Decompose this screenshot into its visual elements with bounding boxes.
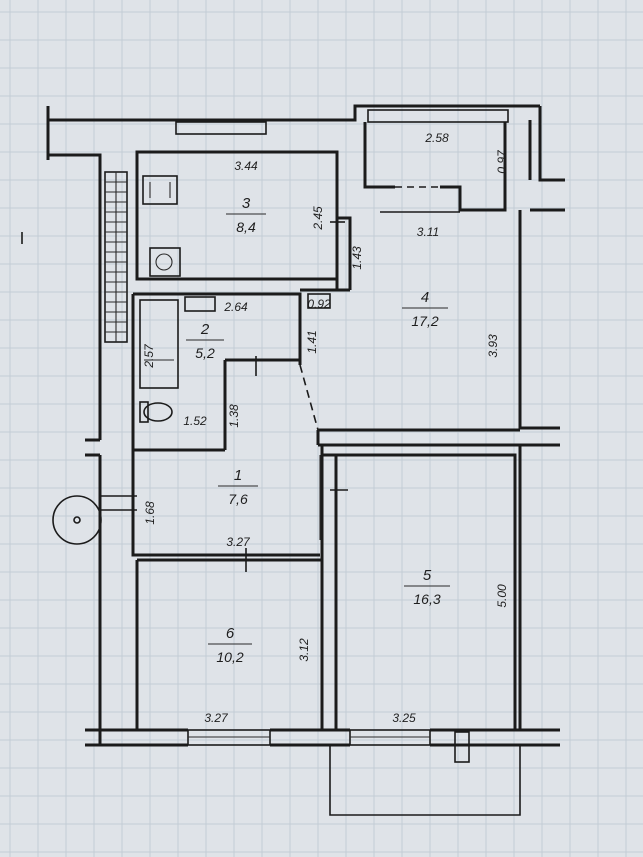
dim-0-92: 0.92 bbox=[307, 297, 331, 311]
room-5-area: 16,3 bbox=[413, 591, 440, 607]
dim-3-11: 3.11 bbox=[417, 225, 439, 239]
window-room-3 bbox=[175, 121, 267, 135]
room-2-area: 5,2 bbox=[195, 345, 215, 361]
window-room-4 bbox=[367, 109, 509, 123]
toilet-icon bbox=[143, 402, 173, 422]
room-1-number: 1 bbox=[234, 467, 242, 484]
dim-3-25: 3.25 bbox=[392, 711, 416, 725]
windows bbox=[175, 109, 509, 763]
fixtures bbox=[21, 175, 331, 545]
dimension-labels: 3.44 2.45 2.58 0.97 3.11 1.43 2.64 0.92 … bbox=[142, 131, 509, 725]
dim-1-38: 1.38 bbox=[227, 404, 241, 428]
room-6-area: 10,2 bbox=[216, 649, 243, 665]
room-3-area: 8,4 bbox=[236, 219, 256, 235]
riser-icon bbox=[307, 293, 331, 309]
bathtub-icon bbox=[139, 299, 179, 389]
sink-icon bbox=[149, 247, 181, 277]
dim-3-12: 3.12 bbox=[297, 638, 311, 662]
room-5-number: 5 bbox=[423, 567, 432, 584]
dim-1-41: 1.41 bbox=[305, 330, 319, 353]
room-labels: 3 8,4 2 5,2 4 17,2 1 7,6 5 16,3 6 10,2 bbox=[186, 195, 450, 665]
dim-5-00: 5.00 bbox=[495, 584, 509, 608]
dim-2-58: 2.58 bbox=[424, 131, 449, 145]
room-3-number: 3 bbox=[242, 195, 251, 212]
dim-3-27-bottom: 3.27 bbox=[204, 711, 229, 725]
room-4-number: 4 bbox=[421, 289, 429, 306]
room-1-area: 7,6 bbox=[228, 491, 248, 507]
stove-icon bbox=[142, 175, 178, 205]
room-6-number: 6 bbox=[226, 625, 235, 642]
balcony-door bbox=[454, 731, 470, 763]
north-marker-icon bbox=[52, 495, 102, 545]
dim-2-57: 2.57 bbox=[142, 343, 156, 369]
dim-2-64: 2.64 bbox=[223, 300, 248, 314]
ventilation-shaft bbox=[104, 171, 128, 343]
dim-3-27-top: 3.27 bbox=[226, 535, 251, 549]
dim-3-93: 3.93 bbox=[486, 334, 500, 358]
room-3-walls bbox=[135, 150, 339, 281]
dim-1-68: 1.68 bbox=[143, 501, 157, 525]
dim-0-97: 0.97 bbox=[495, 149, 509, 174]
interior-walls bbox=[131, 122, 520, 730]
room-4-area: 17,2 bbox=[411, 313, 438, 329]
dim-1-43: 1.43 bbox=[350, 246, 364, 270]
outer-walls bbox=[46, 104, 565, 816]
dim-2-45: 2.45 bbox=[311, 206, 325, 231]
dim-3-44: 3.44 bbox=[234, 159, 258, 173]
room-2-number: 2 bbox=[200, 321, 210, 338]
washbasin-icon bbox=[184, 296, 216, 312]
dim-1-52: 1.52 bbox=[183, 414, 207, 428]
